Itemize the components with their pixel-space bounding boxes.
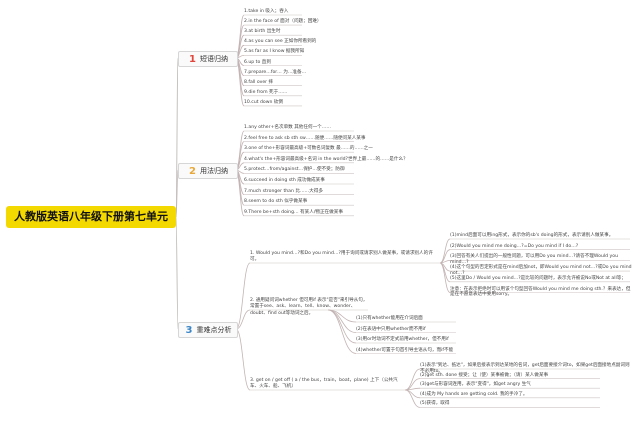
phrase-item: 4.as you can see 正如你所看到的 [244, 39, 317, 45]
detail-item: (3)回答有关人们提出的一般性问题，可以用Do you mind…?请答不理Wo… [450, 254, 618, 265]
root-branch-connector [175, 169, 179, 218]
detail-item: (1)表示"到达、抵达"，如果后接表示到达某地的名词，get后面要接介词to，如… [420, 363, 630, 374]
sub-leaf-connector [439, 262, 451, 293]
phrase-item: 1.take in 吸入；吞入 [244, 9, 289, 14]
detail-item: (4)成为 My hands are getting cold. 我的手冷了。 [420, 391, 528, 397]
detail-item: (5)这里Do / Would you mind…?是比较的问题时，表示允许被说… [450, 275, 626, 281]
usage-item: 5.protect…from/against…保护…使不受；防御 [244, 167, 345, 173]
phrase-item: 2.in the face of 面对（问题；困难） [244, 19, 322, 25]
detail-item: (5)获得，取得 [420, 401, 450, 407]
detail-item: (4)这个句型的否定形式是在mind后加not，即Would you mind … [450, 265, 632, 276]
branch-label: 用法归纳 [200, 167, 228, 175]
whether-item: (1)只有whether能用在介词后面 [356, 316, 423, 321]
whether-item: (2)在表语中只用whether而不用if [356, 326, 426, 332]
root-branch-connector [175, 216, 179, 330]
detail-item: (2)get sth. done 接受；让（使）某事被做；（请）某人做某事 [420, 372, 549, 378]
usage-item: 6.succeed in doing sth 成功做成某事 [244, 178, 325, 183]
usage-item: 7.much stronger than 比……大得多 [244, 188, 323, 194]
phrase-item: 8.fall over 摔 [244, 79, 274, 85]
phrase-item: 6.up to 直到 [244, 59, 271, 65]
usage-item: 8.seem to do sth 似乎做某事 [244, 199, 308, 205]
sub-leaf-connector [404, 389, 421, 408]
branch-sub-connector [235, 328, 251, 391]
branch-number: 3 [185, 325, 193, 336]
key-point-1: 1. Would you mind…?和Do you mind…?用于询问或请求… [250, 251, 433, 263]
key-point-2: 2. 通用疑问词whether 但可用if 表示"是否"来引导从句，常置于see… [250, 298, 368, 316]
branch-phrase-summary: 1 短语归纳 [178, 51, 238, 67]
sub-leaf-connector [439, 238, 451, 264]
root-node: 人教版英语八年级下册第七单元 [6, 206, 176, 228]
branch-number: 1 [189, 54, 196, 65]
phrase-item: 9.die from 死于…… [244, 89, 288, 95]
key-point-3: 3. get on / get off ( a / the bus，train，… [250, 378, 398, 390]
whether-item: (3)用or时动词不定式前用whether，但不用if [356, 337, 449, 342]
usage-item: 3.one of the+形容词最高级+可数名词复数 最……的……之一 [244, 146, 373, 152]
detail-item: (1)mind后面可以用ing形式，表示你的sb's doing的形式，表示请别… [450, 233, 614, 238]
usage-item: 1.any other+名次单数 其他任何一个…… [244, 125, 331, 130]
usage-item: 4.what's the+形容词最高级+名词 in the world?世界上最… [244, 156, 408, 162]
phrase-item: 3.at birth 出生时 [244, 29, 281, 35]
branch-label: 短语归纳 [200, 55, 228, 63]
branch-usage-summary: 2 用法归纳 [178, 163, 238, 179]
phrase-item: 7.prepare…for… 为…准备… [244, 69, 307, 75]
whether-item: (4)whether可置于句首引导主语从句，而if不能 [356, 347, 454, 353]
usage-item: 9.There be+sth doing… 有某人/物正在做某事 [244, 209, 343, 215]
branch-number: 2 [189, 166, 196, 177]
detail-item: (3)get与形容词连用，表示"变得"，如get angry 生气 [420, 382, 531, 388]
phrase-item: 5.as far as I know 据我所知 [244, 49, 305, 55]
usage-item: 2.feel free to ask sb sth sw……随便……随便问某人某… [244, 135, 366, 141]
branch-label: 重难点分析 [196, 326, 232, 334]
sub-leaf-connector [327, 309, 357, 354]
detail-item: (2)Would you mind me doing…?=Do you mind… [450, 243, 579, 249]
phrase-item: 10.cut down 砍倒 [244, 99, 284, 105]
detail-item: 注意：在表示拒绝时可以用该个句型回答Would you mind me doin… [450, 286, 631, 298]
